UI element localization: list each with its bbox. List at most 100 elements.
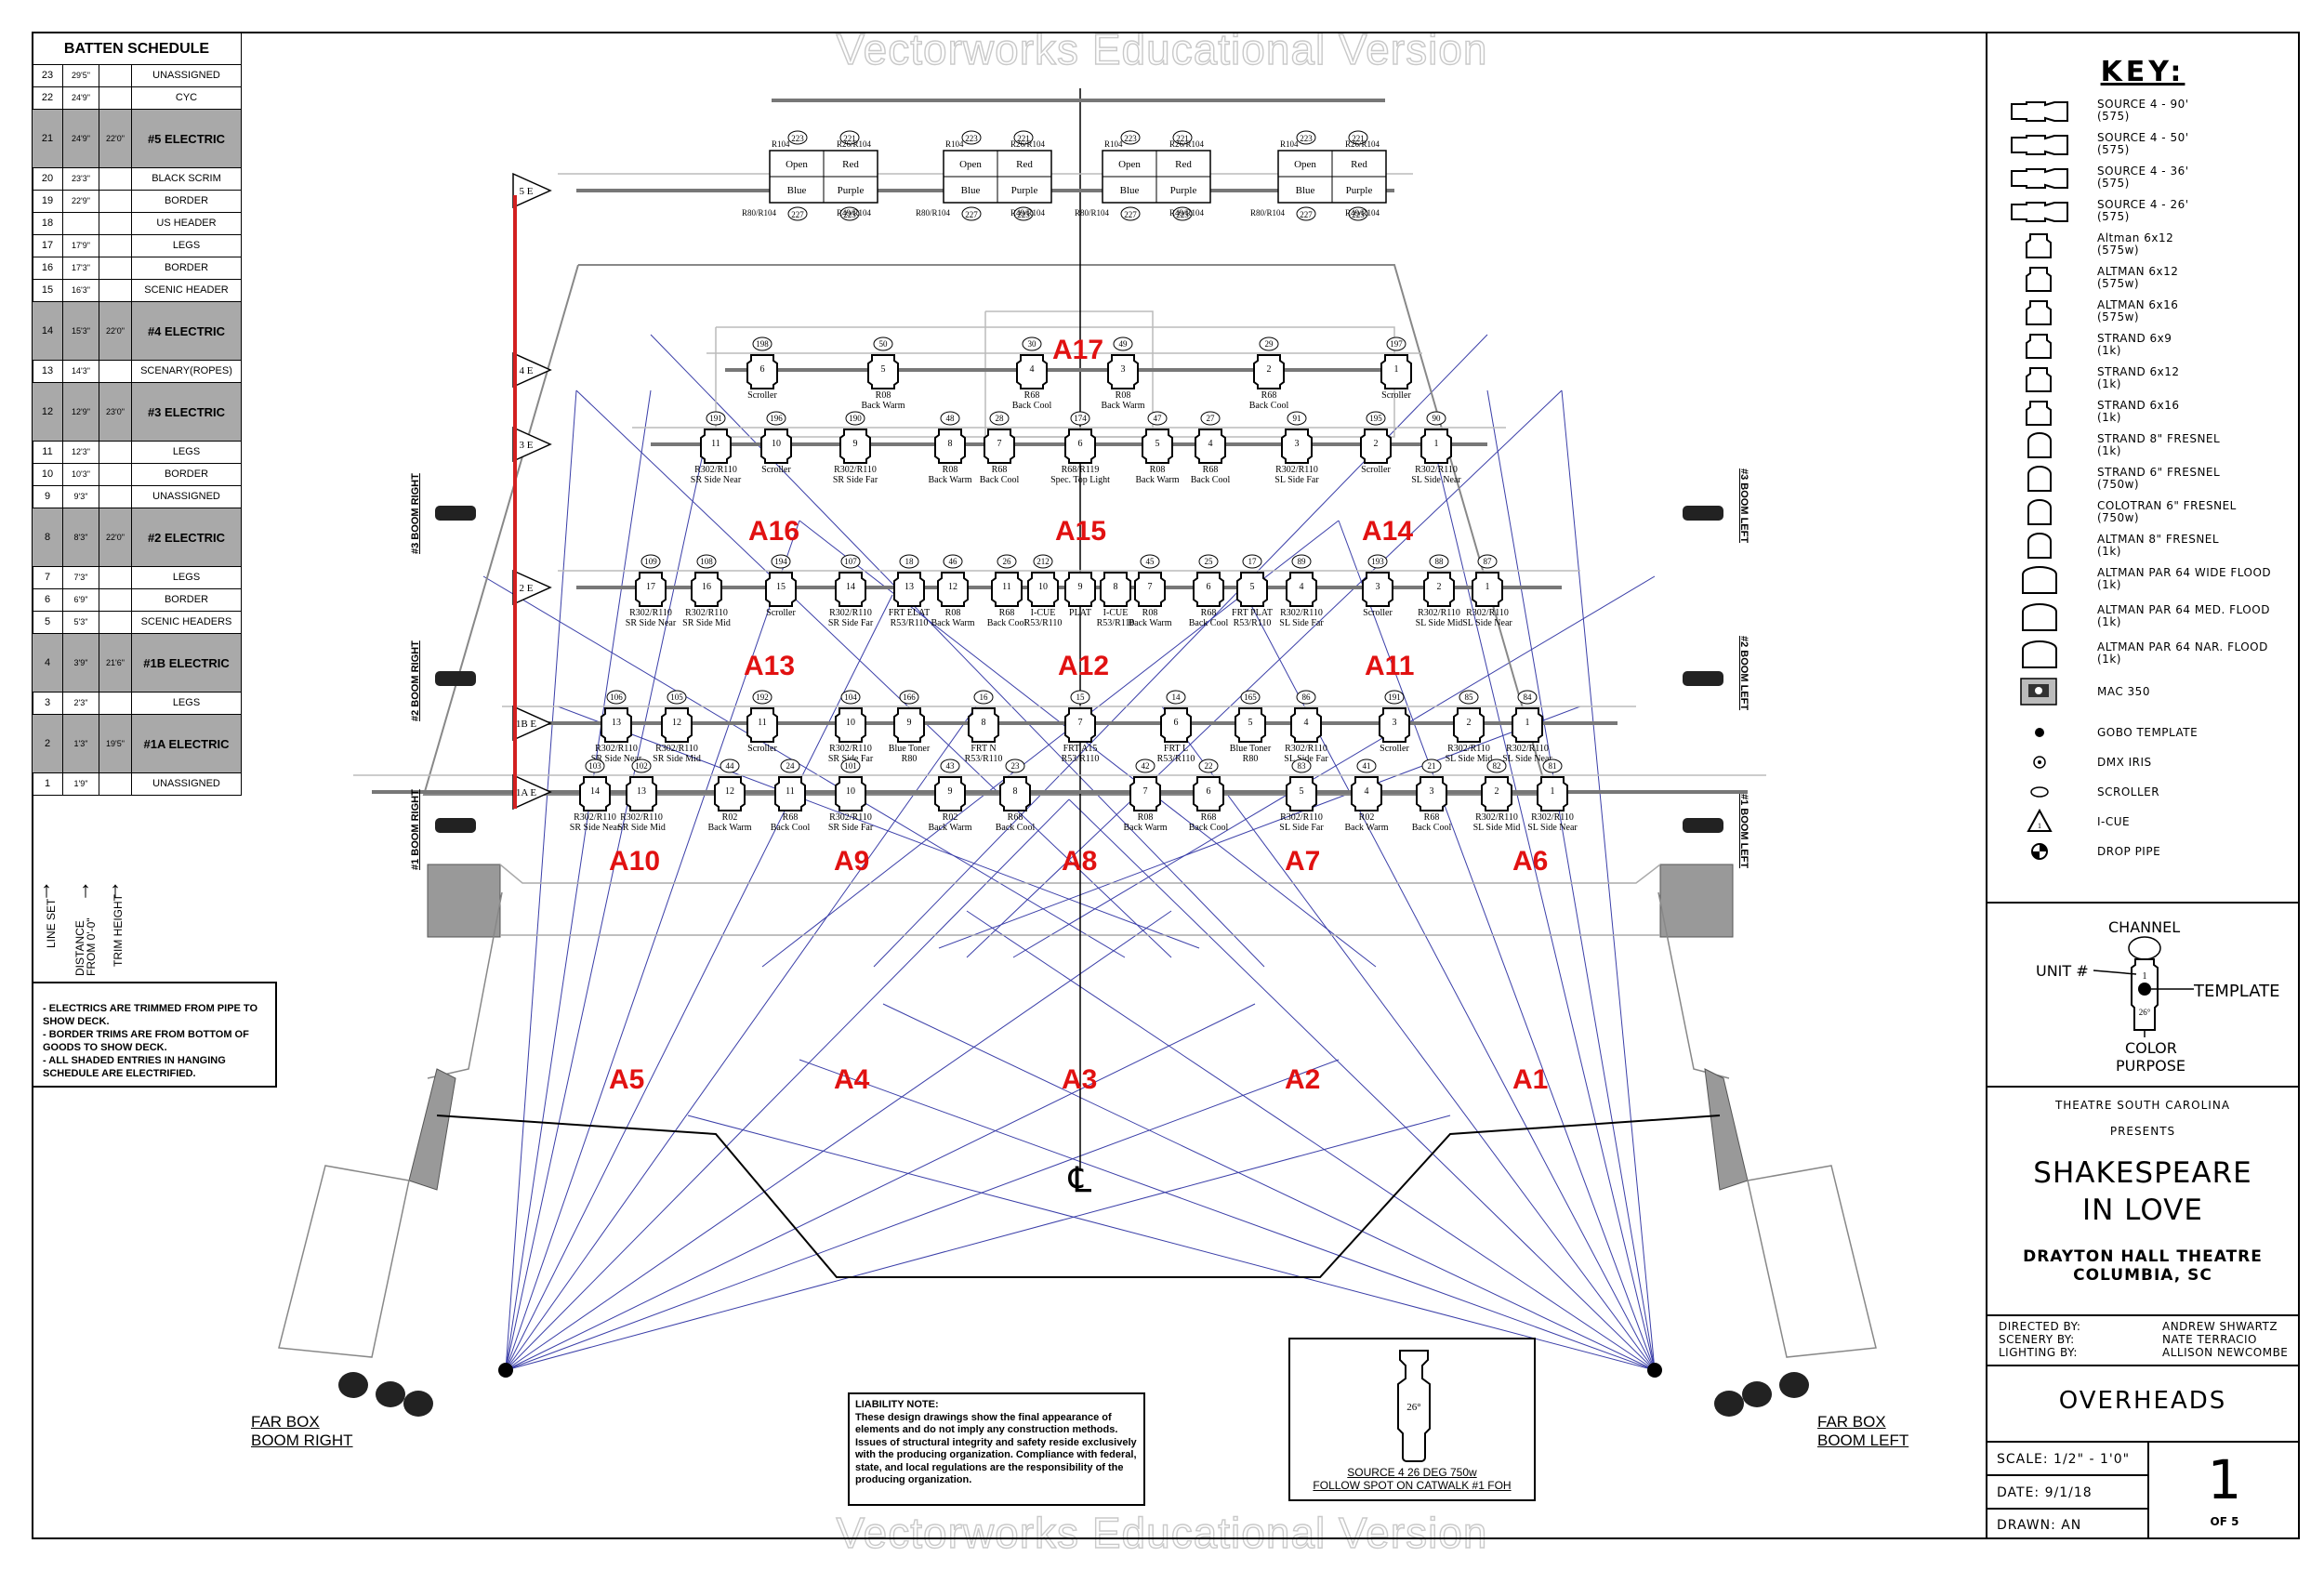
batten-cell-n: 4 [32, 633, 63, 693]
svg-text:47: 47 [1154, 414, 1163, 423]
iris-icon [2033, 756, 2046, 769]
svg-text:SR Side Near: SR Side Near [626, 618, 677, 628]
svg-text:SL Side Far: SL Side Far [1279, 618, 1324, 628]
key-item: STRAND 8" FRESNEL(1k) [2097, 433, 2220, 457]
svg-text:Scroller: Scroller [761, 465, 791, 475]
svg-text:16: 16 [702, 582, 711, 592]
moving-head-icon [2020, 678, 2057, 706]
svg-text:12: 12 [948, 582, 957, 592]
icue-triangle-icon: 1 [2027, 808, 2053, 832]
batten-cell-trim [99, 212, 132, 235]
svg-text:R80/R104: R80/R104 [742, 208, 777, 218]
svg-text:R104: R104 [1280, 139, 1299, 149]
svg-text:R02: R02 [722, 812, 738, 823]
svg-text:Blue: Blue [1120, 185, 1140, 196]
liability-text: These design drawings show the final app… [855, 1411, 1137, 1486]
svg-text:89: 89 [1298, 557, 1307, 566]
svg-text:191: 191 [709, 414, 722, 423]
svg-text:10: 10 [1038, 582, 1048, 592]
batten-cell-dist: 14'3" [62, 360, 99, 383]
svg-text:11: 11 [786, 786, 795, 797]
svg-text:R68: R68 [1203, 465, 1219, 475]
batten-cell-dist: 24'9" [62, 109, 99, 168]
svg-text:I-CUE: I-CUE [1103, 608, 1129, 618]
svg-text:Scroller: Scroller [766, 608, 796, 618]
svg-text:Red: Red [1175, 159, 1192, 170]
key-item-label: ALTMAN 6x12 [2097, 265, 2179, 278]
svg-text:R302/R110: R302/R110 [1280, 608, 1323, 618]
svg-text:Purple: Purple [1346, 185, 1373, 196]
svg-text:10: 10 [846, 786, 855, 797]
key-item-label: ALTMAN PAR 64 MED. FLOOD [2097, 603, 2270, 616]
svg-text:R68: R68 [1424, 812, 1440, 823]
svg-text:R302/R110: R302/R110 [1418, 608, 1460, 618]
key-item: STRAND 6x9(1k) [2097, 333, 2172, 357]
batten-cell-name: US HEADER [131, 212, 242, 235]
svg-text:198: 198 [756, 339, 769, 349]
svg-text:R68/R119: R68/R119 [1062, 465, 1100, 475]
batten-cell-n: 20 [32, 167, 63, 191]
svg-text:25: 25 [1205, 557, 1214, 566]
follow-spot-box: 26° SOURCE 4 26 DEG 750w FOLLOW SPOT ON … [1288, 1338, 1536, 1501]
batten-cell-dist: 6'9" [62, 588, 99, 612]
svg-text:27: 27 [1207, 414, 1216, 423]
key-item-label: STRAND 6" FRESNEL [2097, 466, 2221, 479]
credit-name: NATE TERRACIO [2162, 1333, 2257, 1346]
credit-role: SCENERY BY: [1999, 1333, 2075, 1346]
svg-text:225: 225 [1352, 210, 1365, 219]
svg-text:11: 11 [711, 439, 720, 449]
svg-text:Back Cool: Back Cool [987, 618, 1027, 628]
svg-text:223: 223 [1300, 134, 1313, 143]
svg-text:13: 13 [905, 582, 914, 592]
svg-text:11: 11 [758, 718, 767, 728]
svg-text:49: 49 [1119, 339, 1129, 349]
svg-text:R104: R104 [772, 139, 790, 149]
batten-cell-n: 2 [32, 714, 63, 773]
date-label: DATE: 9/1/18 [1997, 1485, 2093, 1500]
batten-cell-n: 8 [32, 508, 63, 567]
svg-text:Back Cool: Back Cool [1189, 823, 1229, 833]
batten-cell-trim [99, 86, 132, 110]
svg-text:13: 13 [637, 786, 646, 797]
key-item-sub: (1k) [2097, 377, 2121, 390]
key-item: STRAND 6x12(1k) [2097, 366, 2180, 390]
svg-text:196: 196 [770, 414, 783, 423]
svg-text:223: 223 [1124, 134, 1137, 143]
batten-cell-name: BORDER [131, 588, 242, 612]
svg-text:18: 18 [905, 557, 915, 566]
batten-cell-name: UNASSIGNED [131, 485, 242, 508]
svg-text:84: 84 [1524, 693, 1533, 702]
svg-text:2: 2 [1495, 786, 1499, 797]
venue-line1: DRAYTON HALL THEATRE [2023, 1247, 2263, 1266]
key-item-sub: (575w) [2097, 277, 2140, 290]
batten-cell-n: 16 [32, 257, 63, 280]
svg-text:109: 109 [644, 557, 657, 566]
svg-text:Open: Open [1294, 159, 1316, 170]
svg-text:194: 194 [774, 557, 787, 566]
boom-left-1-label: #1 BOOM LEFT [1738, 794, 1750, 869]
presenter-line2: PRESENTS [2109, 1125, 2176, 1138]
svg-text:192: 192 [756, 693, 769, 702]
svg-text:Red: Red [842, 159, 859, 170]
batten-cell-name: BORDER [131, 463, 242, 486]
svg-text:1: 1 [1525, 718, 1530, 728]
svg-text:1: 1 [1486, 582, 1490, 592]
area-label: A15 [1055, 516, 1107, 547]
sheet-title: OVERHEADS [2058, 1387, 2227, 1415]
svg-text:7: 7 [1143, 786, 1148, 797]
svg-text:88: 88 [1435, 557, 1445, 566]
svg-text:Back Warm: Back Warm [931, 618, 974, 628]
area-label: A2 [1285, 1064, 1321, 1095]
batten-cell-name: #1A ELECTRIC [131, 714, 242, 773]
svg-text:R26/R104: R26/R104 [1345, 139, 1380, 149]
